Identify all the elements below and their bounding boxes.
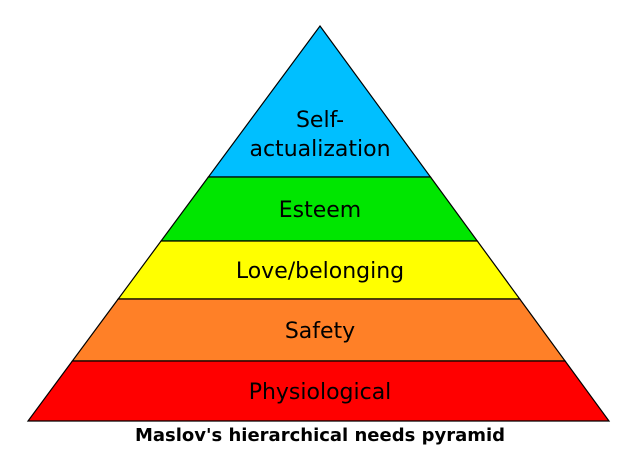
pyramid-level-1-label-line: Self- [296,108,344,133]
pyramid-labels: Self-actualizationEsteemLove/belongingSa… [236,108,404,405]
diagram-caption: Maslov's hierarchical needs pyramid [134,425,506,446]
pyramid-level-2-label: Esteem [279,198,362,223]
pyramid-level-3-label: Love/belonging [236,259,404,284]
pyramid-level-4-label: Safety [285,319,355,344]
pyramid-level-4-label-line: Safety [285,319,355,344]
pyramid-levels [26,24,611,422]
pyramid-level-5-label: Physiological [249,380,392,405]
pyramid-level-5-label-line: Physiological [249,380,392,405]
pyramid-level-5 [26,360,611,422]
pyramid-level-1-label: Self-actualization [249,108,390,162]
pyramid-level-3-label-line: Love/belonging [236,259,404,284]
pyramid-level-1-label-line: actualization [249,137,390,162]
pyramid-level-2-label-line: Esteem [279,198,362,223]
